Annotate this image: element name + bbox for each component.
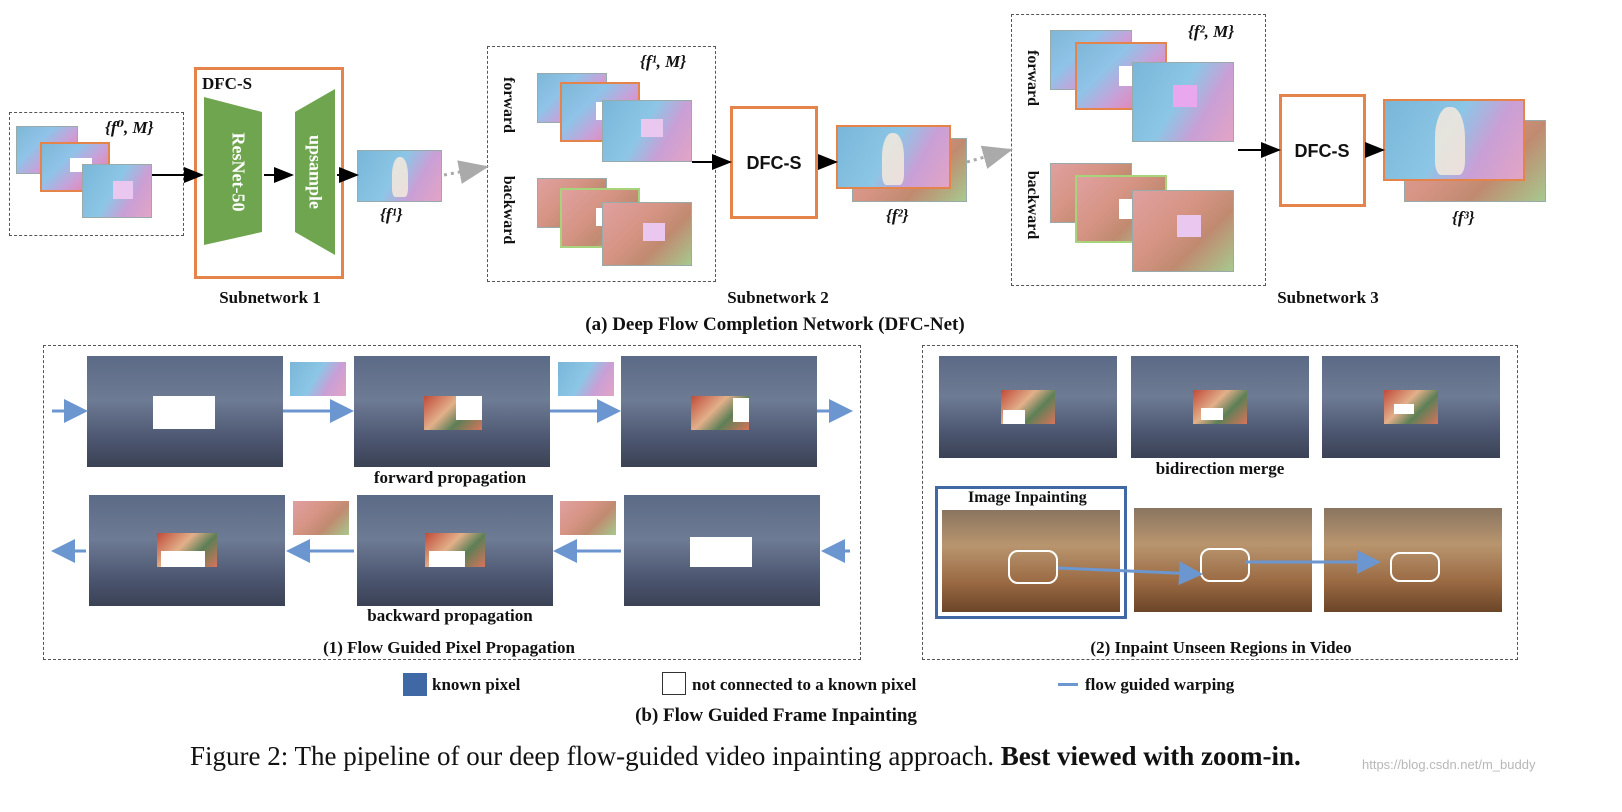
sub2-backward-stack-front — [602, 202, 692, 266]
sub3-forward-stack-front — [1132, 62, 1234, 142]
dfcs-title: DFC-S — [202, 74, 253, 93]
inpaint-frame-3 — [1324, 508, 1502, 612]
sub3-input-label: {f², M} — [1188, 22, 1235, 41]
propagation-arrows — [51, 399, 853, 563]
unknown-pixel-swatch — [662, 672, 686, 695]
merge-frame-1 — [939, 356, 1117, 458]
decoder-trapezoid — [295, 89, 335, 255]
inpaint-unseen-caption: (2) Inpaint Unseen Regions in Video — [1090, 638, 1352, 657]
dotted-arrow-2 — [966, 145, 1013, 169]
dfcs-subnetwork3-label: DFC-S — [1294, 141, 1350, 161]
figure-caption-text: Figure 2: The pipeline of our deep flow-… — [190, 741, 995, 771]
sub2-forward-stack-front — [602, 100, 692, 162]
watermark: https://blog.csdn.net/m_buddy — [1362, 757, 1536, 772]
inpaint-frame-1 — [942, 510, 1120, 612]
output1-label: {f¹} — [380, 205, 403, 224]
image-inpainting-label: Image Inpainting — [968, 489, 1087, 506]
output3-label: {f³} — [1452, 208, 1475, 227]
subnetwork2-label: Subnetwork 2 — [727, 288, 829, 307]
part-b-caption: (b) Flow Guided Frame Inpainting — [635, 705, 917, 726]
subnetwork3-label: Subnetwork 3 — [1277, 288, 1379, 307]
forward-flow-thumb-2 — [558, 362, 614, 396]
output-flow1 — [357, 150, 442, 202]
merge-frame-2 — [1131, 356, 1309, 458]
part-a-caption: (a) Deep Flow Completion Network (DFC-Ne… — [585, 314, 965, 335]
part-a-arrows — [152, 142, 1385, 184]
known-pixel-swatch — [403, 673, 427, 696]
inpaint-warp-arrows — [1057, 550, 1381, 586]
encoder-trapezoid — [204, 97, 262, 245]
backward-flow-thumb-1 — [293, 501, 349, 535]
merge-frame-3 — [1322, 356, 1500, 458]
output-flow2-front — [836, 125, 951, 189]
unknown-pixel-label: not connected to a known pixel — [692, 675, 917, 694]
forward-frame-2 — [354, 356, 550, 467]
forward-propagation-label: forward propagation — [373, 468, 527, 487]
backward-frame-2 — [357, 495, 553, 606]
subnetwork1-label: Subnetwork 1 — [219, 288, 321, 307]
output2-label: {f²} — [886, 206, 909, 225]
forward-flow-thumb-1 — [290, 362, 346, 396]
pixel-propagation-caption: (1) Flow Guided Pixel Propagation — [323, 638, 575, 657]
output-flow3-front — [1383, 99, 1525, 181]
figure-caption-bold: Best viewed with zoom-in. — [1000, 741, 1301, 771]
figure-caption: Figure 2: The pipeline of our deep flow-… — [190, 741, 1301, 772]
dfcs-subnetwork2-label: DFC-S — [746, 153, 802, 173]
backward-frame-3 — [624, 495, 820, 606]
sub2-input-label: {f¹, M} — [640, 52, 687, 71]
warp-line-swatch — [1058, 683, 1078, 686]
backward-frame-1 — [89, 495, 285, 606]
bidirection-merge-label: bidirection merge — [1155, 459, 1285, 478]
known-pixel-label: known pixel — [432, 675, 521, 694]
inpaint-frame-2 — [1134, 508, 1312, 612]
input-label: {f⁰, M} — [105, 118, 154, 137]
backward-flow-thumb-2 — [560, 501, 616, 535]
encoder-decoder-shapes — [204, 89, 335, 255]
warp-label: flow guided warping — [1085, 675, 1235, 694]
dotted-arrow-1 — [443, 160, 489, 184]
pixel-propagation-box — [43, 345, 861, 660]
inpaint-unseen-box — [922, 345, 1518, 660]
forward-frame-3 — [621, 356, 817, 467]
image-inpainting-box — [935, 486, 1127, 619]
input-flow-stack-front — [82, 164, 152, 218]
sub3-backward-stack-front — [1132, 190, 1234, 272]
forward-frame-1 — [87, 356, 283, 467]
backward-propagation-label: backward propagation — [367, 606, 533, 625]
